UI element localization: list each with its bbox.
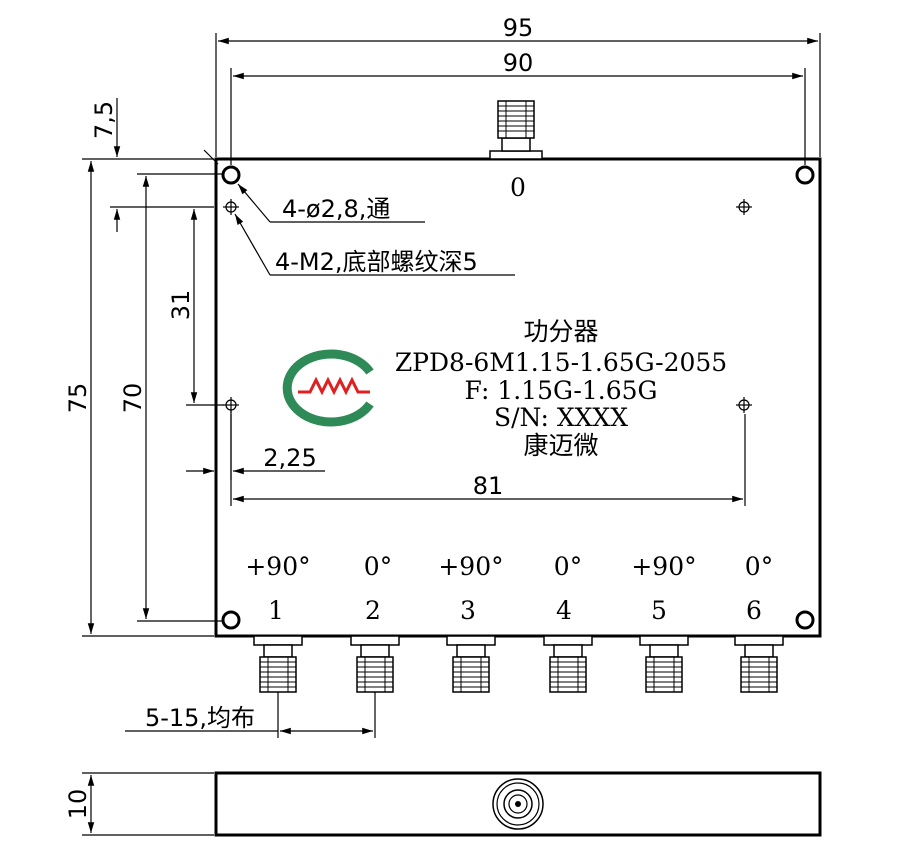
label-block: 功分器 ZPD8-6M1.15-1.65G-2055 F: 1.15G-1.65… xyxy=(395,317,727,460)
output-connector-1 xyxy=(253,635,303,693)
side-view-body xyxy=(214,771,822,837)
through-hole-bottom-left xyxy=(221,610,241,630)
label-maker: 康迈微 xyxy=(523,431,598,460)
corner-leader xyxy=(203,149,219,165)
threaded-hole-2 xyxy=(736,199,752,215)
output-port-labels: +90° 0° +90° 0° +90° 0° 1 2 3 4 5 6 xyxy=(245,552,773,625)
side-view-connector xyxy=(492,778,544,830)
dim-mount-span: 81 xyxy=(230,414,746,506)
callout-threaded-holes: 4-M2,底部螺纹深5 xyxy=(234,213,515,276)
callout-through-holes: 4-ø2,8,通 xyxy=(237,183,425,223)
callout-threaded-holes-text: 4-M2,底部螺纹深5 xyxy=(275,248,478,276)
through-hole-bottom-right xyxy=(795,610,815,630)
output-port-3-phase: +90° xyxy=(438,552,503,581)
output-port-5-number: 5 xyxy=(651,596,667,625)
dim-thickness-text: 10 xyxy=(64,789,92,820)
dim-mount-offset-text: 31 xyxy=(167,290,195,321)
company-logo xyxy=(282,349,376,427)
dim-overall-width-text: 95 xyxy=(503,14,534,42)
input-port-label: 0 xyxy=(510,173,526,202)
output-connector-6 xyxy=(734,635,784,693)
dim-mount-edge-offset-text: 2,25 xyxy=(263,444,316,472)
dim-port-pitch-text: 5-15,均布 xyxy=(145,704,255,732)
output-port-2-phase: 0° xyxy=(364,552,392,581)
output-port-2-number: 2 xyxy=(365,596,381,625)
output-port-6-number: 6 xyxy=(746,596,762,625)
output-port-5-phase: +90° xyxy=(631,552,696,581)
dim-overall-width: 95 xyxy=(215,14,821,157)
output-connector-4 xyxy=(543,635,593,693)
label-serial: S/N: XXXX xyxy=(494,403,628,432)
dim-port-pitch: 5-15,均布 xyxy=(125,692,376,738)
output-port-1-phase: +90° xyxy=(245,552,310,581)
dim-hole-span: 90 xyxy=(230,49,806,165)
label-name: 功分器 xyxy=(523,317,598,346)
input-connector xyxy=(489,100,543,160)
dim-mount-span-text: 81 xyxy=(473,472,504,500)
output-port-3-number: 3 xyxy=(460,596,476,625)
dim-hole-height: 70 xyxy=(119,173,224,622)
callout-through-holes-text: 4-ø2,8,通 xyxy=(282,195,390,223)
output-connectors xyxy=(253,635,784,693)
threaded-hole-1 xyxy=(223,199,239,215)
label-frequency: F: 1.15G-1.65G xyxy=(464,376,657,405)
through-hole-top-right xyxy=(795,165,815,185)
output-port-4-phase: 0° xyxy=(554,552,582,581)
dim-overall-height-text: 75 xyxy=(64,383,92,414)
dim-hole-height-text: 70 xyxy=(119,383,147,414)
output-port-1-number: 1 xyxy=(268,596,284,625)
dim-hole-span-text: 90 xyxy=(503,49,534,77)
output-port-6-phase: 0° xyxy=(745,552,773,581)
dim-mount-offset: 31 xyxy=(167,209,224,406)
label-model: ZPD8-6M1.15-1.65G-2055 xyxy=(395,348,727,377)
threaded-hole-4 xyxy=(736,397,752,413)
dim-overall-height: 75 xyxy=(64,158,214,637)
dim-thickness: 10 xyxy=(64,772,214,836)
threaded-hole-3 xyxy=(223,397,239,413)
dim-mount-edge-offset: 2,25 xyxy=(186,410,325,480)
through-hole-top-left xyxy=(221,165,241,185)
output-connector-5 xyxy=(639,635,689,693)
dim-edge-offset: 7,5 xyxy=(90,98,214,232)
output-connector-3 xyxy=(446,635,496,693)
dim-edge-offset-text: 7,5 xyxy=(90,101,118,139)
output-port-4-number: 4 xyxy=(556,596,572,625)
output-connector-2 xyxy=(350,635,400,693)
